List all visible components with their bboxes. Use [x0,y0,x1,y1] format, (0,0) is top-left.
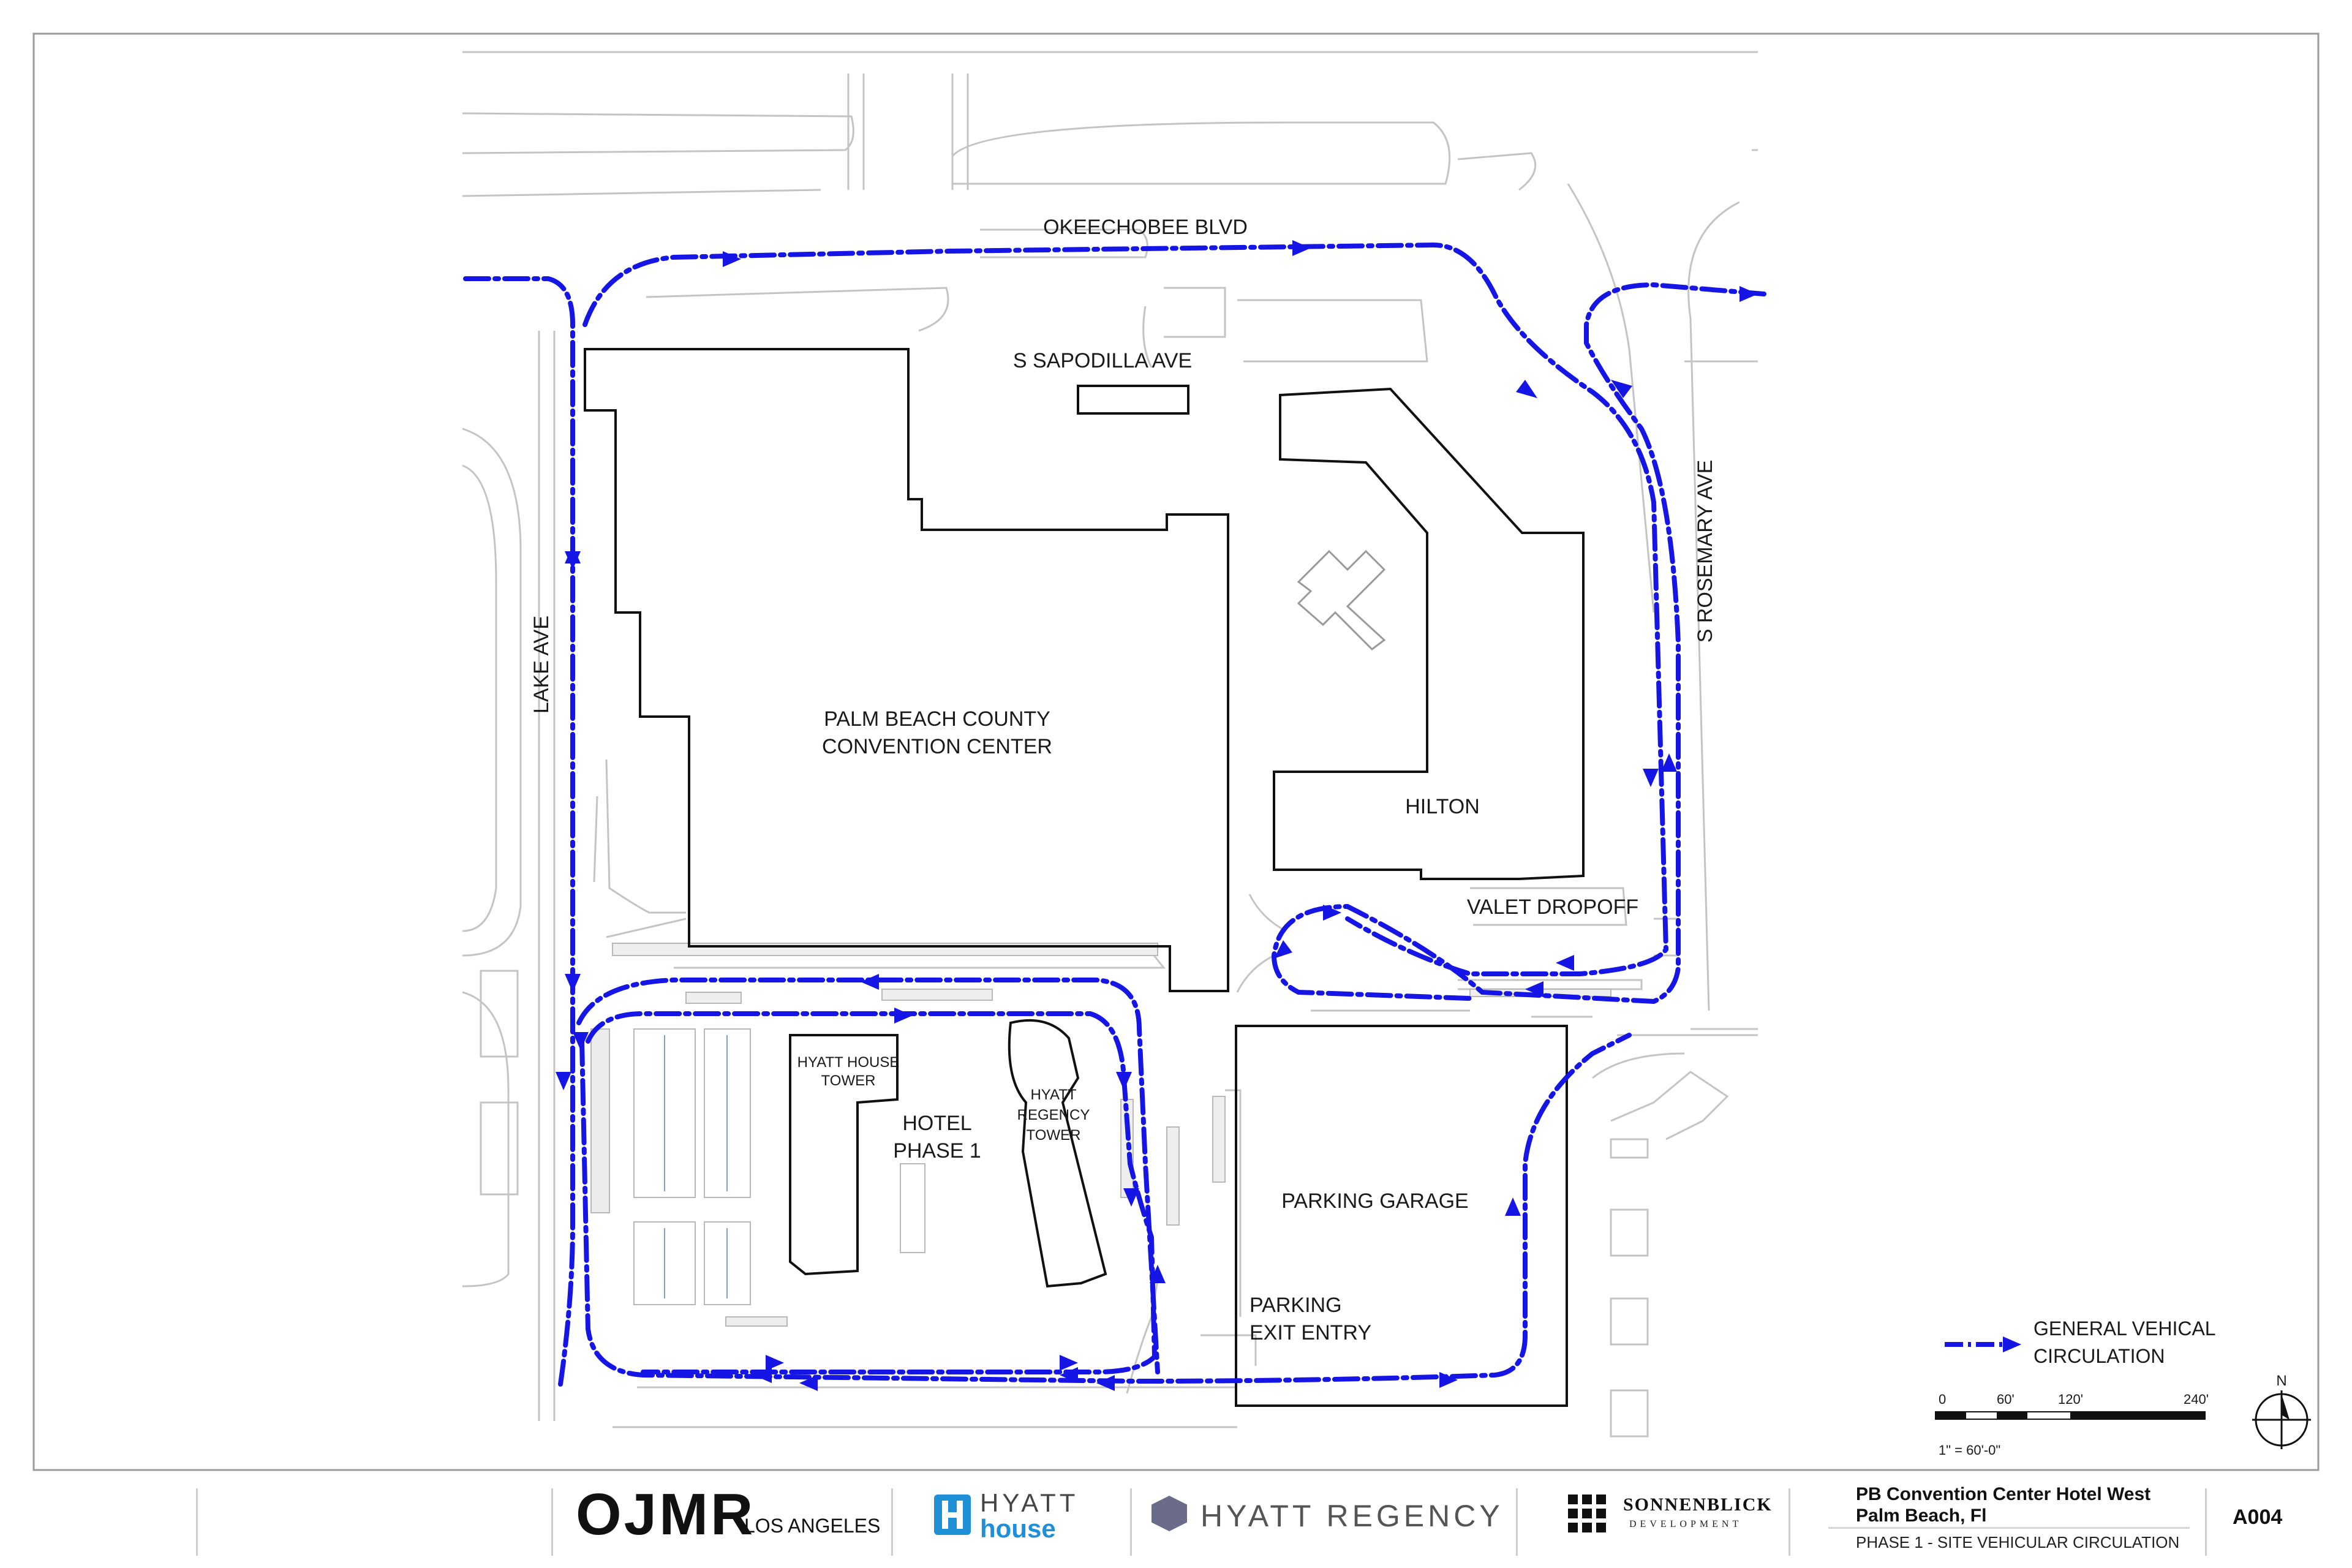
route-arrows [556,240,1758,1391]
hyatt-regency-tower-outline [1008,1019,1107,1288]
sonnenblick-development: DEVELOPMENT [1629,1519,1743,1529]
ojmr-logo: OJMR [576,1482,756,1547]
legend-label-1: GENERAL VEHICAL [2034,1317,2216,1340]
sheet-border [32,32,2320,1471]
project-location: Palm Beach, Fl [1856,1506,1987,1526]
scale-tick-240: 240' [2184,1392,2209,1407]
project-name: PB Convention Center Hotel West [1856,1484,2151,1504]
sapodilla-structure [1077,385,1189,415]
map-labels: OKEECHOBEE BLVD S SAPODILLA AVE S ROSEMA… [530,216,1717,1344]
hyatt-regency-wordmark: HYATT REGENCY [1200,1499,1504,1533]
north-label: N [2276,1373,2286,1389]
vehicular-circulation-route [463,242,1766,1387]
scale-ratio: 1" = 60'-0" [1939,1442,2000,1458]
building-label-hyatt-house-2: TOWER [821,1072,876,1089]
hyatt-house-tower-outline [789,1034,899,1276]
scale-tick-0: 0 [1939,1392,1946,1407]
building-label-phase-1: PHASE 1 [893,1139,981,1163]
legend-label-2: CIRCULATION [2034,1345,2165,1367]
hyatt-house-wordmark-bottom: house [980,1514,1056,1543]
legend-arrow-icon [2003,1336,2021,1352]
sonnenblick-icon [1568,1494,1606,1532]
title-divider [1828,1527,2190,1529]
north-arrow: N [2252,1373,2311,1449]
sheet-number: A004 [2233,1506,2283,1529]
building-label-garage: PARKING GARAGE [1281,1189,1468,1213]
street-label-rosemary: S ROSEMARY AVE [1694,460,1717,643]
area-label-valet: VALET DROPOFF [1467,895,1638,919]
sheet-title: PHASE 1 - SITE VEHICULAR CIRCULATION [1856,1533,2180,1551]
street-label-okeechobee: OKEECHOBEE BLVD [1043,216,1248,239]
building-label-hilton: HILTON [1405,795,1480,818]
hilton-ballroom-outline [1297,549,1386,650]
parking-lot-stalls [590,943,1611,1327]
scale-bar: 0 60' 120' 240' 1" = 60'-0" [1935,1392,2209,1458]
building-label-convention-2: CONVENTION CENTER [822,735,1052,758]
legend: GENERAL VEHICAL CIRCULATION [1945,1317,2216,1367]
hyatt-house-wordmark-top: HYATT [980,1488,1079,1517]
building-label-convention-1: PALM BEACH COUNTY [824,707,1050,731]
sonnenblick-wordmark: SONNENBLICK [1623,1494,1773,1515]
building-label-regency-3: TOWER [1027,1127,1081,1144]
building-outlines [584,348,1585,1407]
convention-center-outline [584,348,1229,992]
ojmr-location: LOS ANGELES [744,1515,881,1537]
scale-tick-60: 60' [1997,1392,2015,1407]
street-label-sapodilla: S SAPODILLA AVE [1013,349,1192,372]
building-label-regency-1: HYATT [1030,1087,1076,1103]
area-label-parking-exit-2: EXIT ENTRY [1250,1321,1371,1344]
area-label-parking-exit-1: PARKING [1250,1294,1342,1317]
scale-tick-120: 120' [2058,1392,2083,1407]
building-label-hyatt-house-1: HYATT HOUSE [797,1054,900,1071]
parking-garage-outline [1235,1025,1568,1407]
hilton-outline [1273,387,1585,880]
street-label-lake-ave: LAKE AVE [530,616,553,714]
building-label-regency-2: REGENCY [1017,1107,1090,1123]
hyatt-regency-icon [1152,1496,1187,1531]
hyatt-house-icon [934,1494,971,1535]
building-label-hotel: HOTEL [902,1112,971,1135]
